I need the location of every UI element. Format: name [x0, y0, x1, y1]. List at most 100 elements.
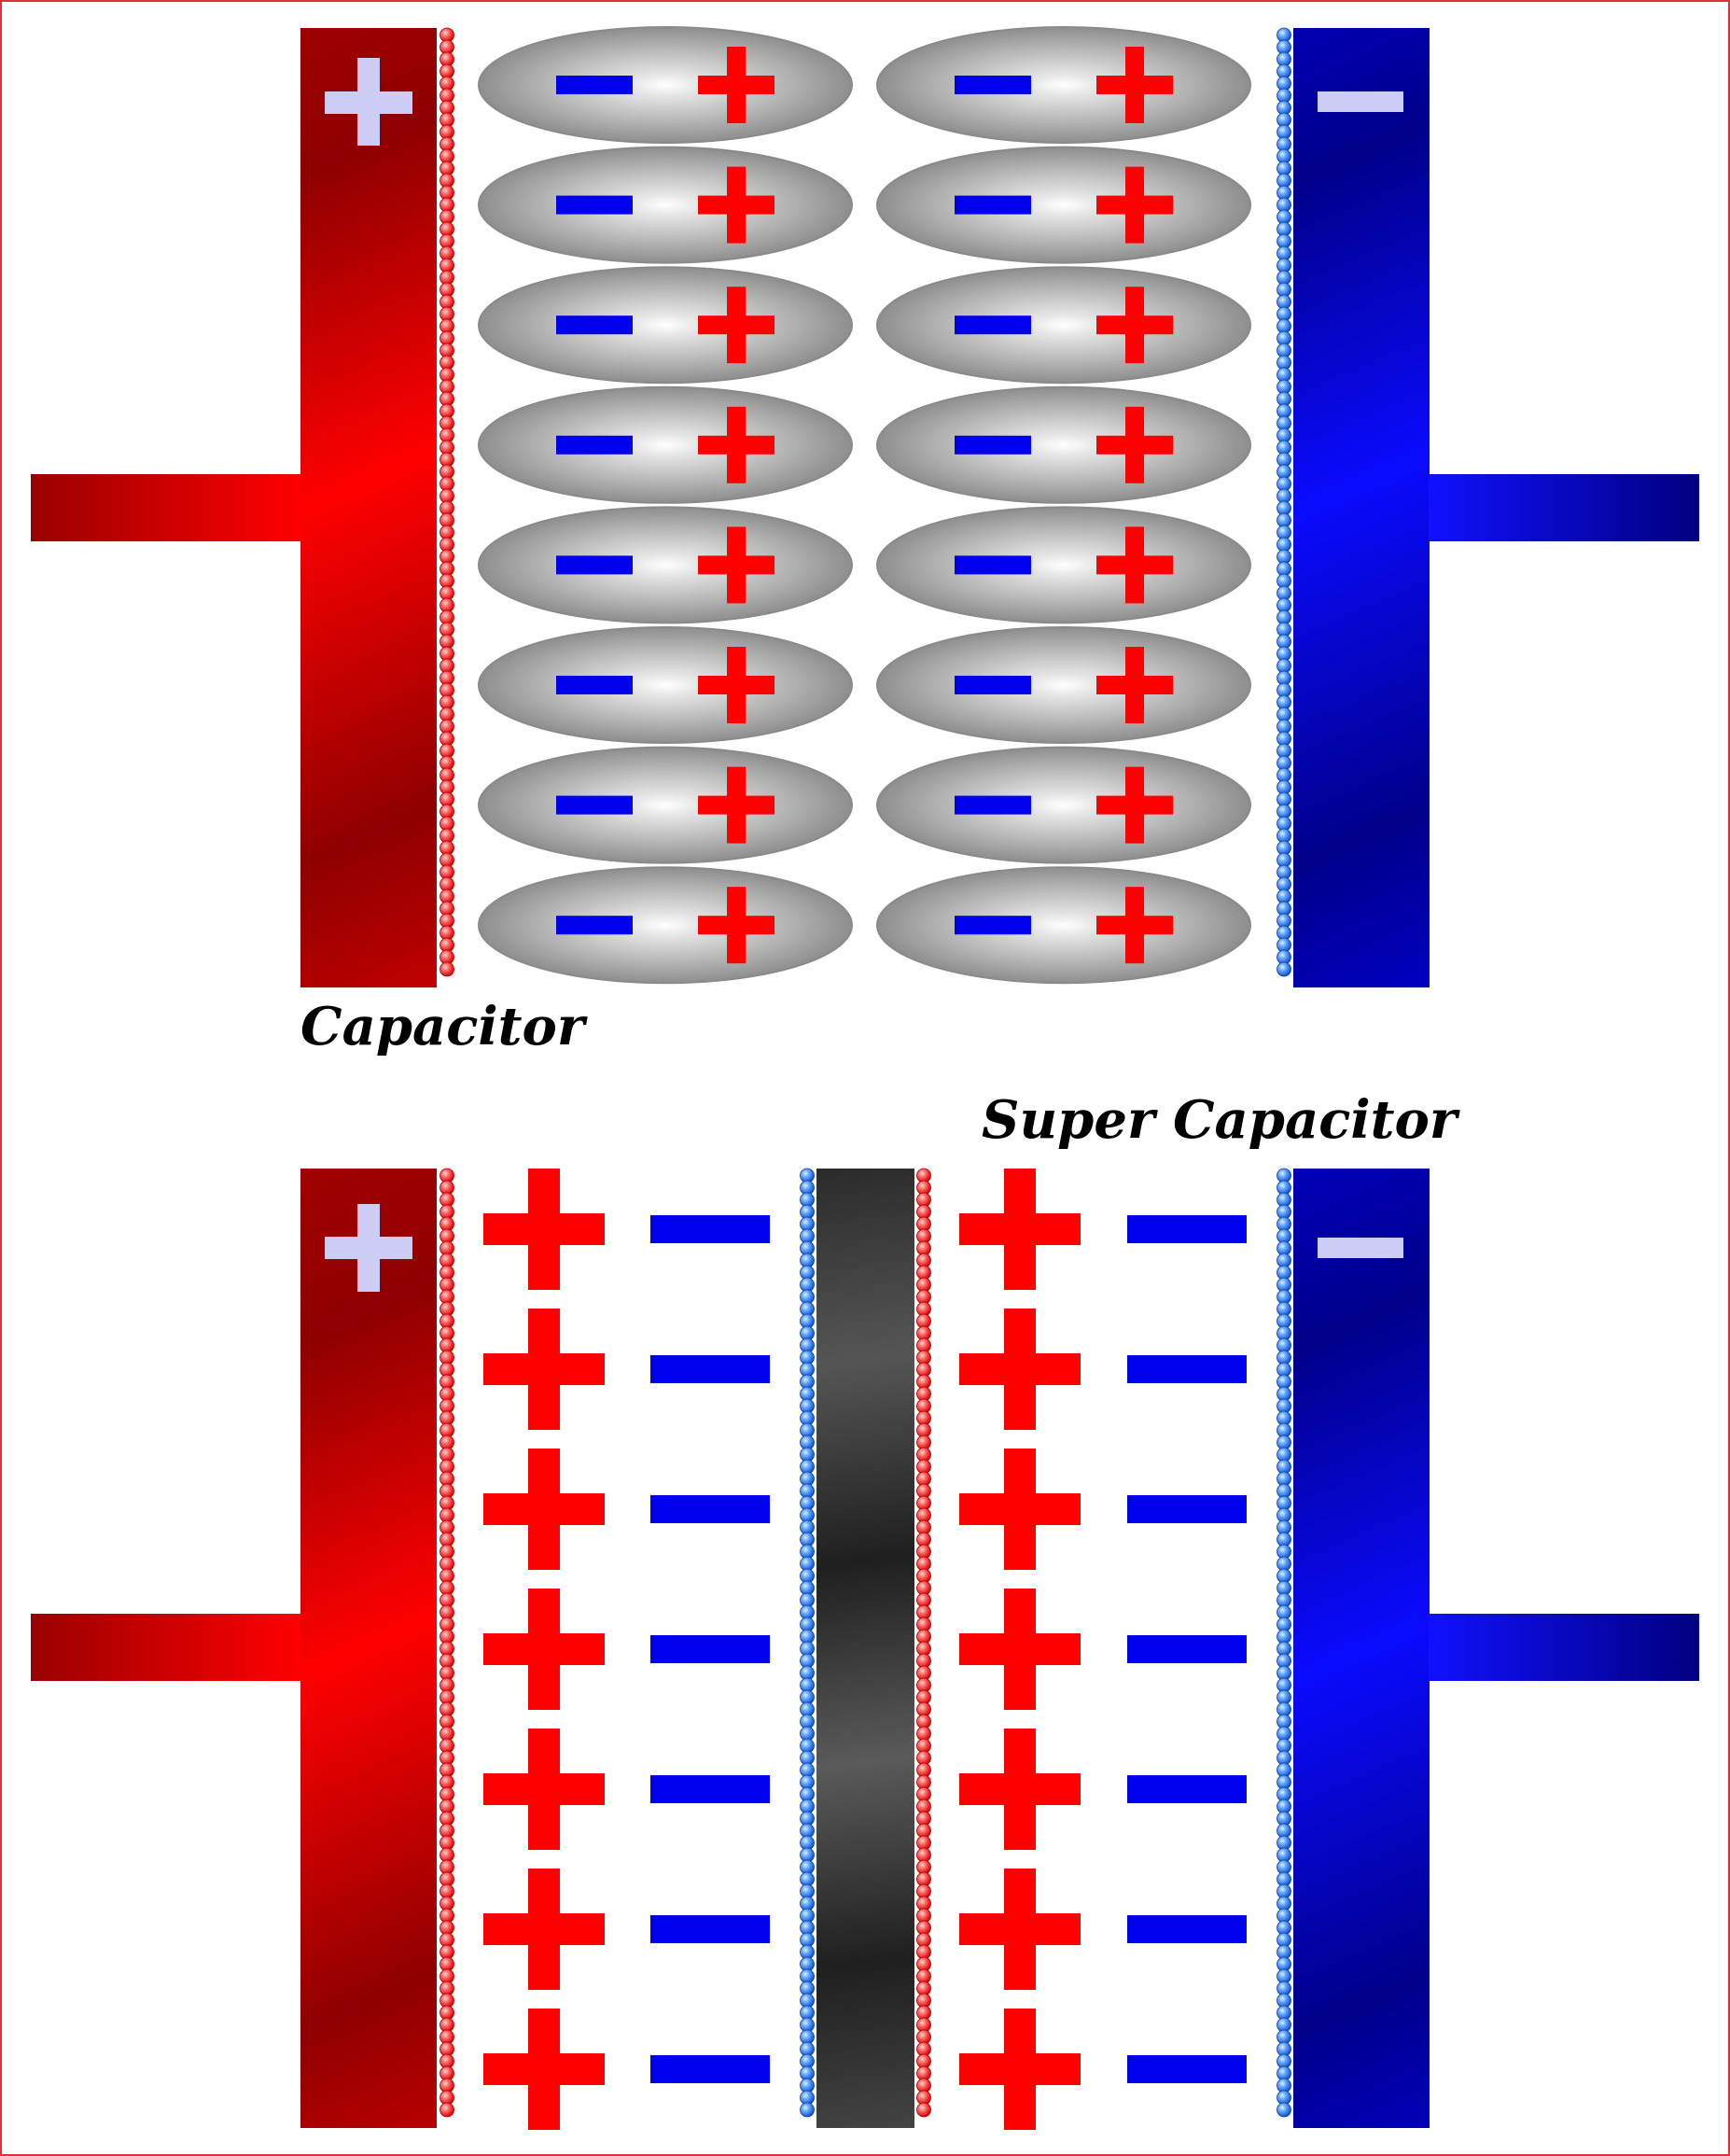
dipole-ellipse — [478, 626, 853, 744]
plus-ion-icon — [959, 1729, 1081, 1850]
positive-charge-bead — [439, 2102, 454, 2118]
dipole-ellipse — [876, 146, 1251, 264]
minus-ion-icon — [650, 1495, 770, 1523]
positive-plate — [300, 28, 437, 987]
dielectric-dipole — [478, 266, 853, 385]
positive-charge-bead — [916, 2102, 931, 2118]
minus-ion-icon — [955, 555, 1031, 575]
plus-ion-icon — [959, 1309, 1081, 1430]
minus-ion-icon — [1127, 1495, 1247, 1523]
minus-ion-icon — [955, 76, 1031, 94]
plus-ion-icon — [483, 1449, 605, 1570]
dielectric-dipole — [478, 506, 853, 624]
minus-ion-icon — [650, 1915, 770, 1943]
plus-ion-icon — [959, 1449, 1081, 1570]
dielectric-dipole — [478, 146, 853, 264]
minus-ion-icon — [650, 2055, 770, 2083]
dielectric-dipole — [876, 26, 1251, 144]
minus-ion-icon — [556, 916, 633, 935]
dielectric-dipoles — [478, 26, 1251, 985]
dipole-ellipse — [876, 626, 1251, 744]
minus-ion-icon — [650, 1355, 770, 1383]
plus-sign-icon — [325, 1204, 412, 1292]
dielectric-dipole — [478, 746, 853, 864]
plus-ion-icon — [1096, 166, 1173, 244]
minus-ion-icon — [556, 195, 633, 215]
minus-ion-icon — [955, 795, 1031, 815]
dielectric-dipole — [478, 26, 853, 144]
negative-charge-layer — [1277, 1168, 1291, 2118]
plus-ion-icon — [698, 166, 774, 244]
dielectric-dipole — [478, 866, 853, 985]
positive-charge-layer — [439, 27, 454, 977]
dielectric-dipole — [876, 146, 1251, 264]
dipole-ellipse — [478, 506, 853, 624]
plus-ion-icon — [483, 2009, 605, 2130]
plus-ion-icon — [483, 1869, 605, 1990]
plus-ion-icon — [959, 2009, 1081, 2130]
left-lead-wire — [31, 474, 301, 541]
minus-sign-icon — [1318, 91, 1403, 112]
dipole-ellipse — [876, 506, 1251, 624]
dielectric-dipole — [876, 746, 1251, 864]
minus-ion-icon — [556, 76, 633, 94]
plus-sign-icon — [325, 58, 412, 146]
right-lead-wire — [1429, 474, 1699, 541]
minus-ion-icon — [1127, 2055, 1247, 2083]
minus-ion-icon — [1127, 1215, 1247, 1243]
plus-ion-icon — [698, 406, 774, 483]
positive-charge-bead — [439, 961, 454, 977]
separator — [816, 1169, 914, 2128]
dipole-ellipse — [478, 266, 853, 385]
minus-sign-icon — [1318, 1238, 1403, 1258]
plus-ion-icon — [483, 1729, 605, 1850]
minus-ion-icon — [650, 1635, 770, 1663]
dielectric-dipole — [876, 866, 1251, 985]
dipole-ellipse — [876, 26, 1251, 144]
minus-ion-icon — [556, 435, 633, 455]
super-capacitor-caption: Super Capacitor — [982, 1089, 1458, 1151]
right-lead-wire — [1429, 1614, 1699, 1681]
plus-ion-icon — [959, 1589, 1081, 1710]
minus-ion-icon — [955, 435, 1031, 455]
dielectric-dipole — [876, 385, 1251, 504]
plus-ion-icon — [1096, 406, 1173, 483]
dipole-ellipse — [478, 26, 853, 144]
minus-ion-icon — [556, 555, 633, 575]
minus-ion-icon — [1127, 1915, 1247, 1943]
negative-plate — [1293, 28, 1430, 987]
plus-ion-icon — [483, 1309, 605, 1430]
negative-charge-bead — [800, 2102, 815, 2118]
negative-charge-bead — [1277, 961, 1291, 977]
plus-ion-icon — [698, 526, 774, 604]
plus-ion-icon — [1096, 47, 1173, 123]
plus-ion-icon — [959, 1869, 1081, 1990]
plus-ion-icon — [483, 1169, 605, 1290]
minus-ion-icon — [650, 1775, 770, 1803]
capacitor-section — [31, 26, 1699, 987]
minus-ion-icon — [955, 195, 1031, 215]
negative-electrode — [1293, 1169, 1430, 2128]
dipole-ellipse — [478, 146, 853, 264]
plus-ion-icon — [698, 887, 774, 964]
dipole-ellipse — [876, 266, 1251, 385]
dipole-ellipse — [876, 746, 1251, 864]
electrolyte-ions-right — [959, 1169, 1247, 2130]
plus-ion-icon — [1096, 766, 1173, 844]
separator-positive-layer — [916, 1168, 931, 2118]
plus-ion-icon — [698, 766, 774, 844]
capacitor-caption: Capacitor — [300, 996, 585, 1057]
negative-charge-bead — [1277, 2102, 1291, 2118]
dielectric-dipole — [876, 626, 1251, 744]
dielectric-dipole — [478, 626, 853, 744]
plus-ion-icon — [698, 647, 774, 723]
positive-electrode — [300, 1169, 437, 2128]
plus-ion-icon — [698, 287, 774, 364]
plus-ion-icon — [698, 47, 774, 123]
minus-ion-icon — [955, 315, 1031, 335]
plus-ion-icon — [1096, 887, 1173, 964]
plus-ion-icon — [1096, 647, 1173, 723]
plus-ion-icon — [1096, 526, 1173, 604]
